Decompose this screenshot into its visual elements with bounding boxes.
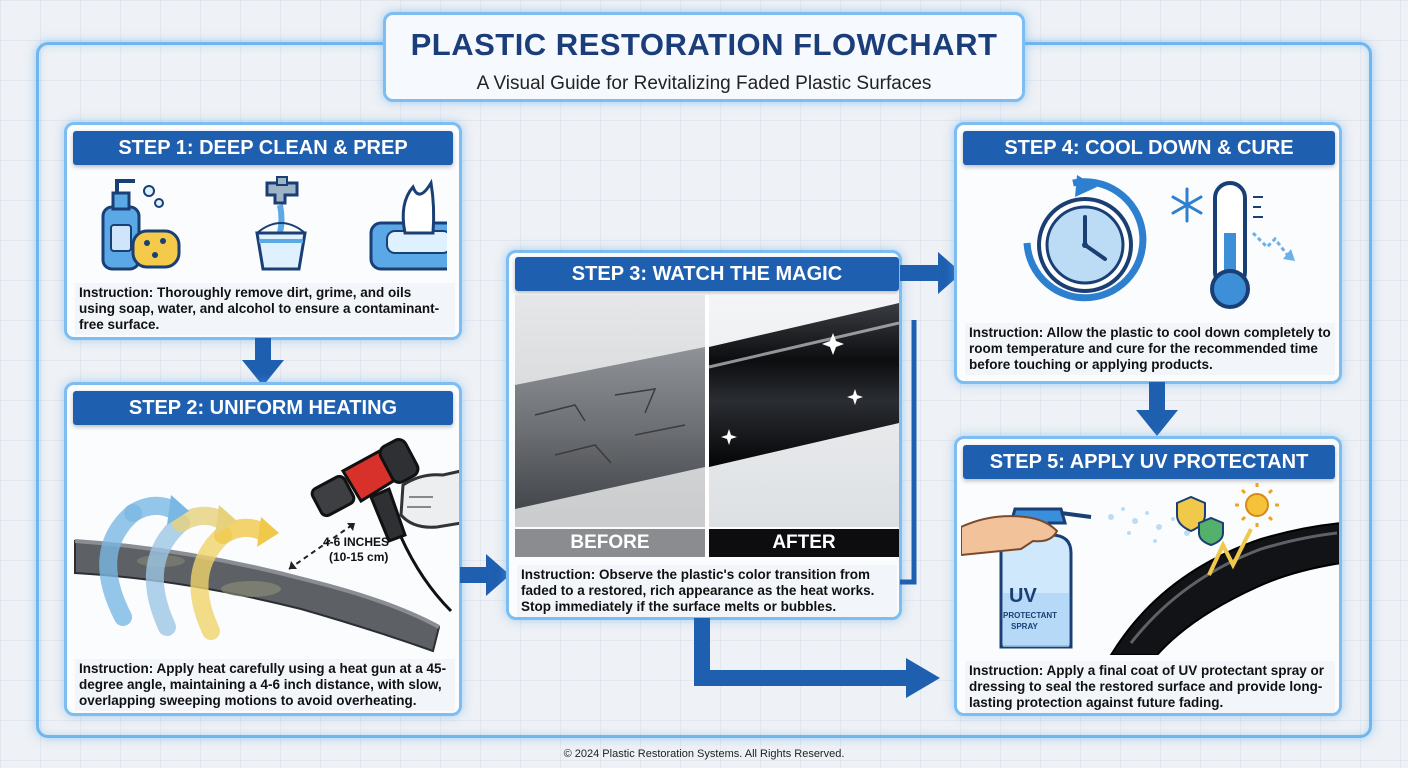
step-5-title: STEP 5: APPLY UV PROTECTANT bbox=[963, 445, 1335, 479]
sponge-icon bbox=[131, 229, 181, 269]
title-panel: PLASTIC RESTORATION FLOWCHART A Visual G… bbox=[383, 12, 1025, 102]
after-label: AFTER bbox=[709, 529, 899, 557]
step-4-title: STEP 4: COOL DOWN & CURE bbox=[963, 131, 1335, 165]
arrow-step1-to-step2 bbox=[242, 338, 284, 386]
gloved-hand-icon bbox=[399, 469, 459, 529]
step-4-instruction: Instruction: Allow the plastic to cool d… bbox=[965, 323, 1335, 375]
connector-step3-to-step5 bbox=[900, 320, 917, 585]
arrow-step3-to-step5 bbox=[694, 618, 940, 698]
step-2-title: STEP 2: UNIFORM HEATING bbox=[73, 391, 453, 425]
bottle-text-1: PROTECTANT bbox=[1003, 611, 1058, 620]
shield-icon bbox=[1176, 495, 1224, 547]
snowflake-icon bbox=[1171, 187, 1203, 223]
footer: © 2024 Plastic Restoration Systems. All … bbox=[563, 748, 845, 760]
distance-line bbox=[288, 522, 356, 570]
uv-block-zigzag bbox=[1207, 528, 1253, 576]
step-1-illustration bbox=[101, 176, 447, 271]
step-2-instruction: Instruction: Apply heat carefully using … bbox=[75, 659, 455, 711]
sparkle-icon bbox=[721, 333, 863, 445]
soap-bottle-icon bbox=[101, 179, 164, 271]
page-title: PLASTIC RESTORATION FLOWCHART bbox=[410, 27, 998, 62]
heat-gun-icon bbox=[310, 438, 453, 613]
bottle-label: UV bbox=[1009, 585, 1037, 607]
spray-mist-icon bbox=[1108, 507, 1190, 543]
distance-label: 4-6 INCHES bbox=[323, 535, 390, 549]
step-1-card: STEP 1: DEEP CLEAN & PREP bbox=[64, 122, 462, 340]
step-5-illustration bbox=[961, 483, 1339, 655]
step-5-card: STEP 5: APPLY UV PROTECTANT bbox=[954, 436, 1342, 716]
step-5-instruction: Instruction: Apply a final coat of UV pr… bbox=[965, 661, 1335, 713]
wipes-icon bbox=[369, 178, 447, 271]
arrow-step4-to-step5 bbox=[1136, 382, 1178, 436]
before-after-photo bbox=[515, 295, 899, 527]
restored-trim-icon bbox=[1109, 522, 1339, 655]
step-2-illustration bbox=[74, 438, 459, 653]
down-trend-arrow-icon bbox=[1251, 231, 1295, 261]
step-1-instruction: Instruction: Thoroughly remove dirt, gri… bbox=[75, 283, 455, 335]
arrow-step2-to-step3 bbox=[460, 554, 510, 596]
step-3-title: STEP 3: WATCH THE MAGIC bbox=[515, 257, 899, 291]
page-subtitle: A Visual Guide for Revitalizing Faded Pl… bbox=[476, 73, 932, 94]
heat-sweep-arrows-icon bbox=[99, 496, 270, 640]
distance-metric: (10-15 cm) bbox=[329, 550, 389, 564]
step-3-instruction: Instruction: Observe the plastic's color… bbox=[517, 565, 897, 617]
step-1-title: STEP 1: DEEP CLEAN & PREP bbox=[73, 131, 453, 165]
step-3-card: STEP 3: WATCH THE MAGIC bbox=[506, 250, 902, 620]
step-4-illustration bbox=[1023, 175, 1295, 309]
sun-icon bbox=[1235, 483, 1279, 527]
before-label: BEFORE bbox=[515, 529, 705, 557]
thermometer-icon bbox=[1210, 181, 1263, 309]
bottle-text-2: SPRAY bbox=[1011, 622, 1038, 631]
arrow-step3-to-step4 bbox=[900, 252, 962, 294]
clock-icon bbox=[1023, 175, 1147, 302]
hand-icon bbox=[961, 515, 1059, 557]
step-2-card: STEP 2: UNIFORM HEATING bbox=[64, 382, 462, 716]
faucet-bucket-icon bbox=[255, 176, 307, 271]
step-4-card: STEP 4: COOL DOWN & CURE Instruction: Al… bbox=[954, 122, 1342, 384]
